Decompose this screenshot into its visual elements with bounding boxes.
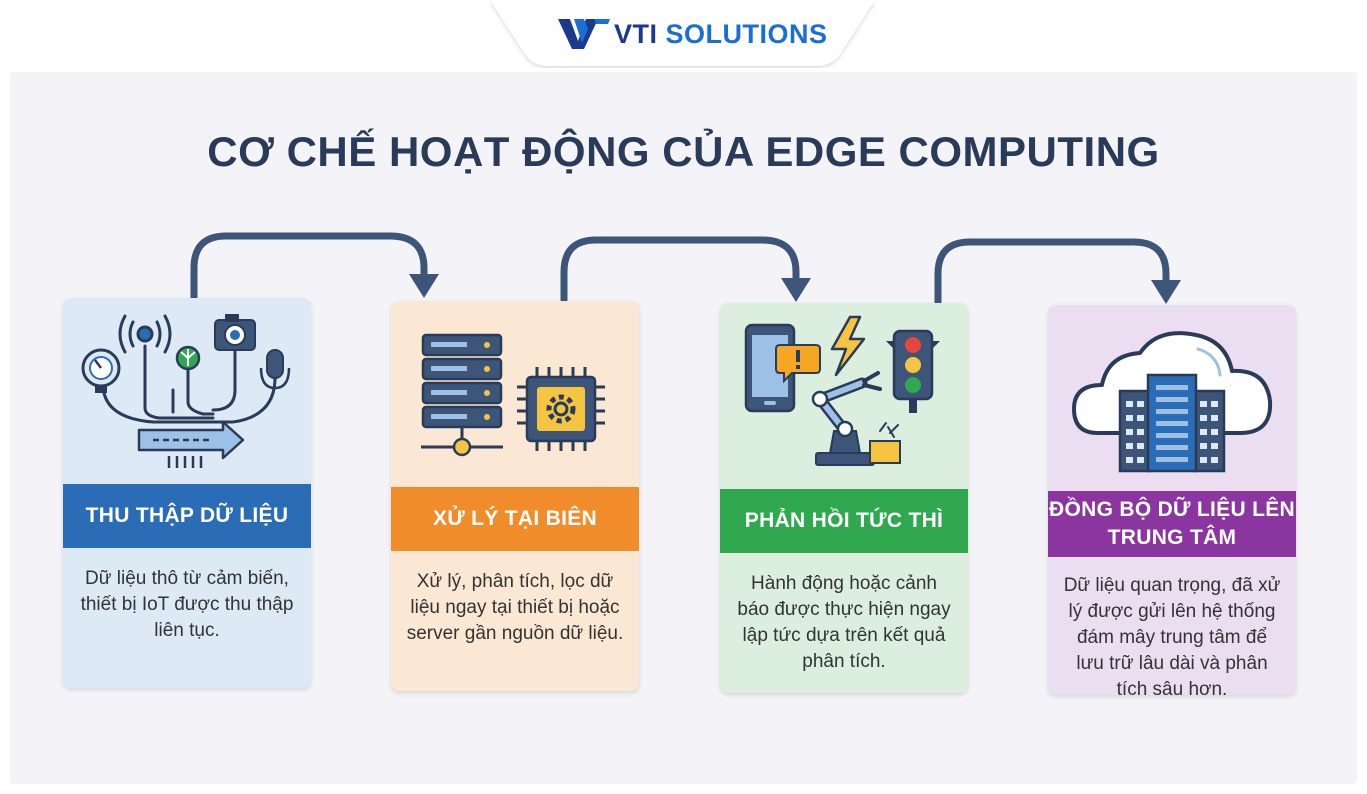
step-card-process: XỬ LÝ TẠI BIÊN Xử lý, phân tích, lọc dữ … [391, 301, 639, 691]
brand-name-solutions: SOLUTIONS [657, 18, 828, 49]
step-description: Xử lý, phân tích, lọc dữ liệu ngay tại t… [406, 571, 624, 644]
step-card-sync: ĐỒNG BỘ DỮ LIỆU LÊN TRUNG TÂM Dữ liệu qu… [1048, 305, 1296, 695]
vti-logo-mark-icon [558, 19, 610, 49]
server-rack-icon [421, 333, 503, 457]
collect-illustration [81, 314, 291, 468]
process-illustration [421, 333, 605, 457]
header-tab [490, 0, 875, 66]
sync-illustration [1072, 331, 1273, 473]
lightning-icon [830, 315, 866, 377]
step-description: Dữ liệu thô từ cảm biến, thiết bị IoT đư… [80, 568, 294, 641]
brand-name: VTI SOLUTIONS [614, 19, 828, 50]
respond-illustration [744, 315, 940, 466]
microphone-icon [259, 349, 291, 390]
robot-arm-icon [811, 371, 901, 466]
page-title: CƠ CHẾ HOẠT ĐỘNG CỦA EDGE COMPUTING [207, 128, 1160, 175]
step-description: Dữ liệu quan trọng, đã xử lý được gửi lê… [1063, 575, 1281, 695]
camera-icon [214, 314, 256, 351]
step-heading: ĐỒNG BỘ DỮ LIỆU LÊN TRUNG TÂM [1048, 491, 1296, 557]
brand-logo: VTI SOLUTIONS [558, 14, 828, 54]
step-heading: PHẢN HỒI TỨC THÌ [720, 489, 968, 553]
step-card-collect: THU THẬP DỮ LIỆU Dữ liệu thô từ cảm biến… [63, 298, 311, 688]
chip-gear-icon [517, 367, 605, 451]
datacenter-building-icon [1118, 373, 1226, 473]
step-heading: THU THẬP DỮ LIỆU [63, 484, 311, 548]
brand-name-vti: VTI [614, 18, 658, 49]
step-heading: XỬ LÝ TẠI BIÊN [391, 487, 639, 551]
data-stream-arrow-icon [137, 420, 245, 468]
phone-alert-icon [744, 323, 821, 413]
traffic-light-icon [886, 329, 940, 413]
gauge-icon [81, 348, 121, 393]
leaf-sensor-icon [175, 345, 201, 371]
antenna-icon [118, 314, 172, 354]
step-description: Hành động hoặc cảnh báo được thực hiện n… [737, 573, 951, 672]
step-card-respond: PHẢN HỒI TỨC THÌ Hành động hoặc cảnh báo… [720, 303, 968, 693]
